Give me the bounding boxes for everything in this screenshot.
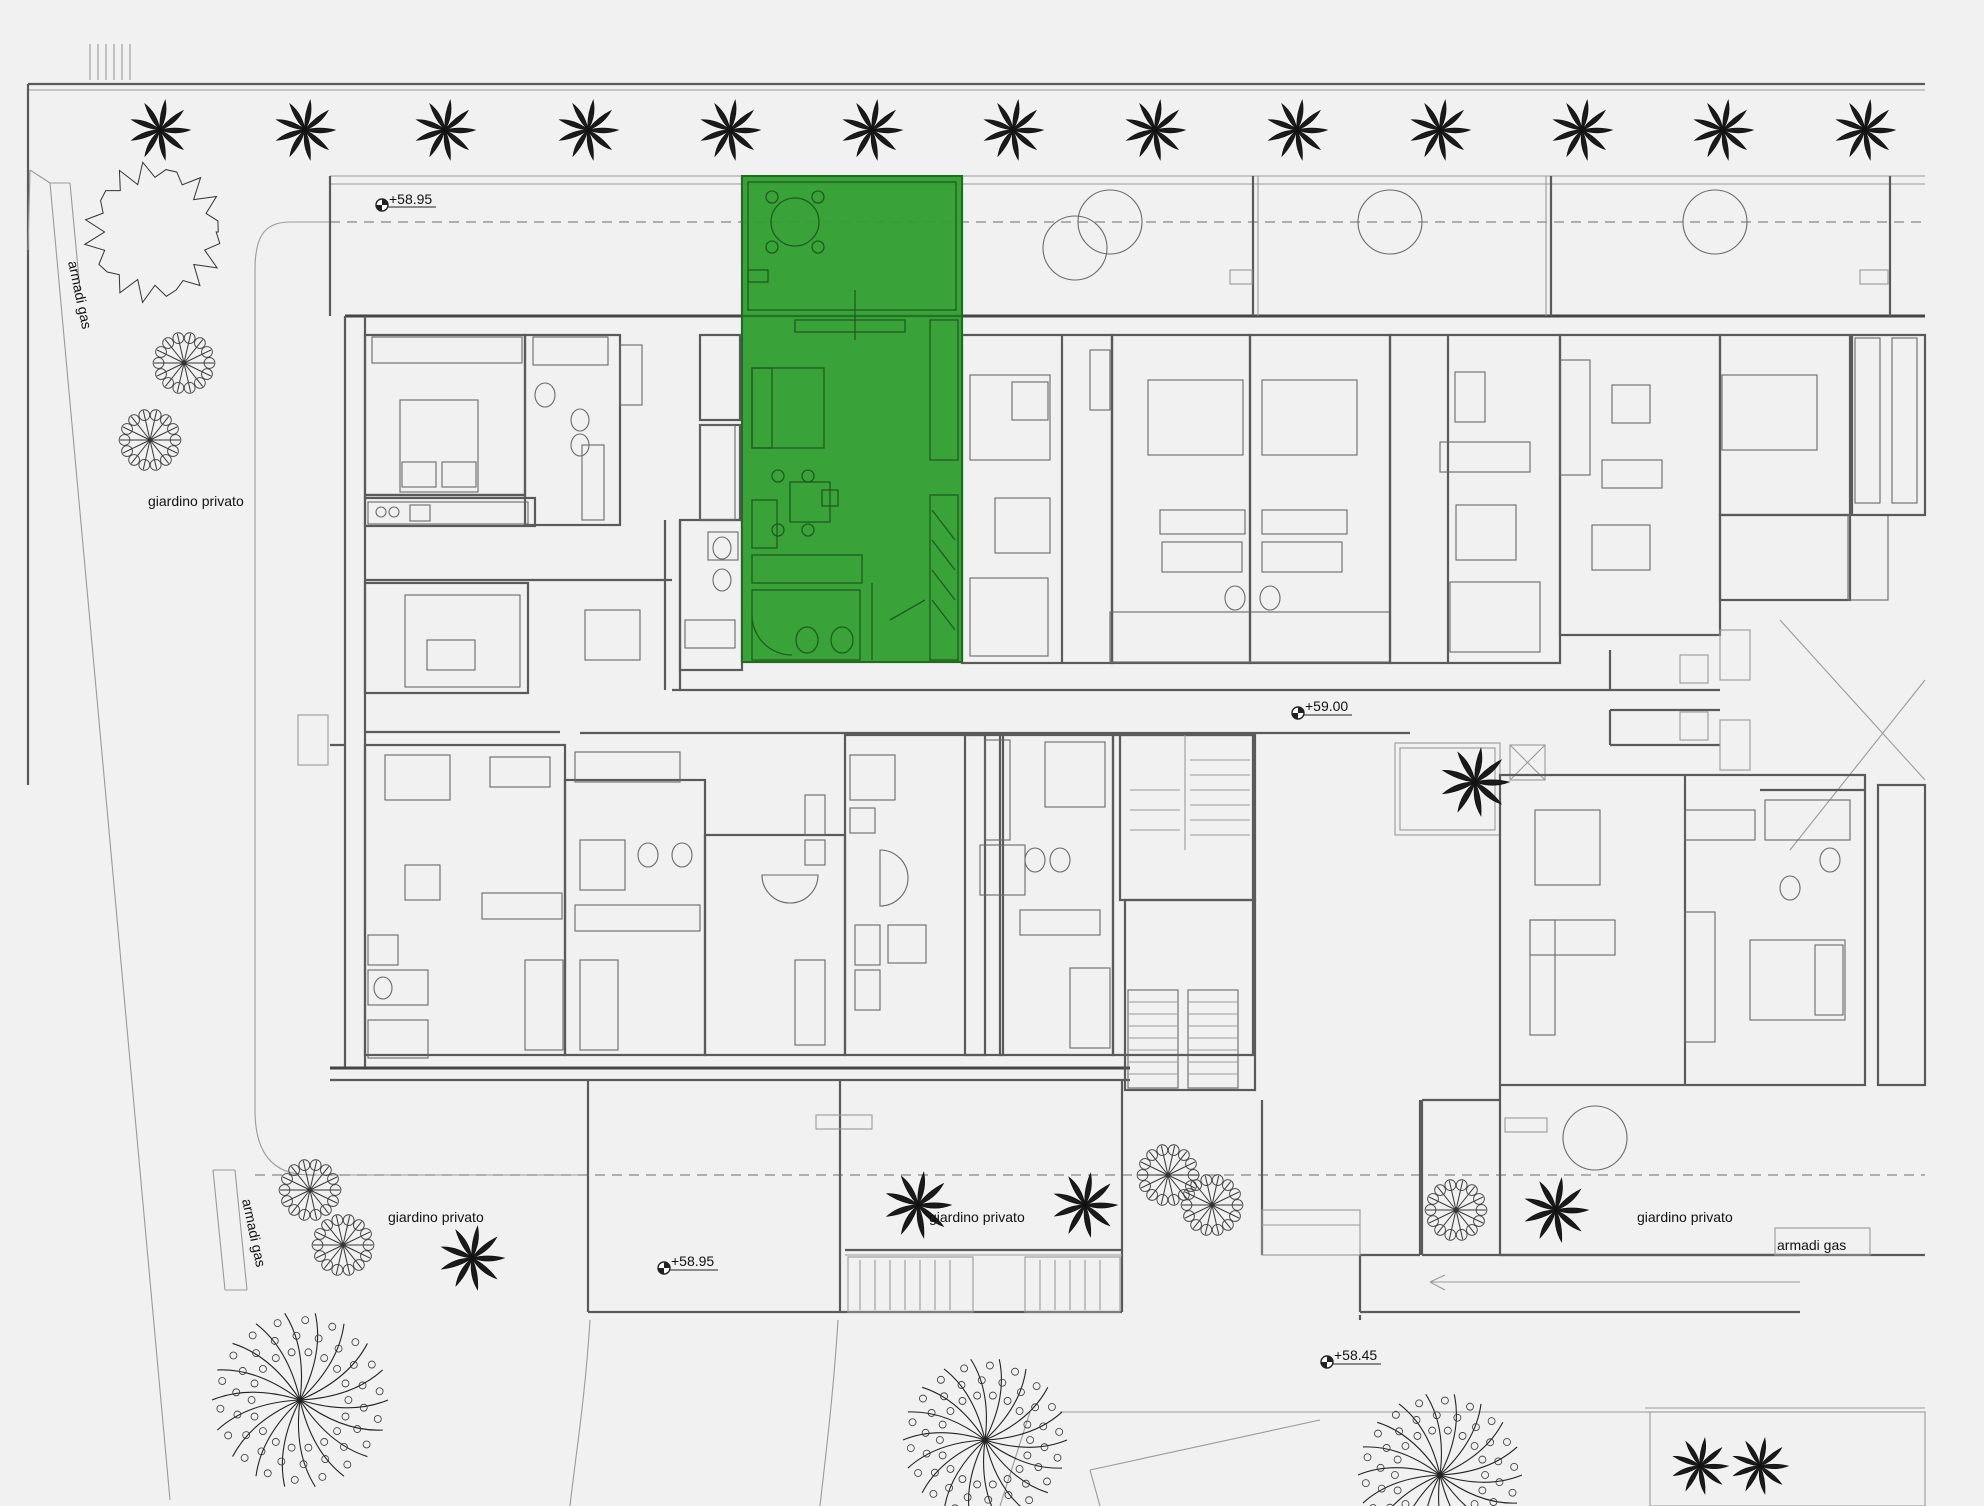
level-markers: +58.95 +59.00 +58.95 +58.45 (375, 191, 1381, 1369)
tree-outline-icon (83, 161, 221, 304)
label-giardino-privato-sw: giardino privato (388, 1209, 484, 1225)
palm-tree-icon (1732, 1437, 1790, 1495)
level-text-street: +58.45 (1334, 1347, 1377, 1363)
tree-icon (211, 1313, 389, 1487)
south-units (363, 733, 1927, 1092)
palm-tree-icon (1267, 99, 1329, 161)
site-lines (26, 44, 1926, 1506)
palm-tree-icon (558, 99, 620, 161)
highlighted-apartment (741, 175, 963, 663)
shrub-icon (278, 1159, 342, 1221)
shrub-icon (1180, 1174, 1244, 1236)
level-marker-street: +58.45 (1320, 1347, 1381, 1369)
palm-tree-icon (440, 1225, 506, 1291)
palm-tree-icon (275, 99, 337, 161)
label-armadi-gas-e: armadi gas (1777, 1237, 1846, 1253)
palm-tree-icon (1672, 1437, 1730, 1495)
shrub-icon (1136, 1144, 1200, 1206)
palm-tree-icon (885, 1171, 953, 1239)
level-marker-south: +58.95 (657, 1253, 718, 1275)
highlight-table-shadow (1042, 215, 1108, 281)
palm-tree-icon (1441, 747, 1511, 817)
shrub-icon (311, 1214, 375, 1276)
north-units (363, 314, 1927, 734)
label-giardino-privato-se: giardino privato (1637, 1209, 1733, 1225)
tree-icon (902, 1358, 1068, 1506)
shrub-icon (152, 332, 216, 394)
palm-tree-icon (1552, 99, 1614, 161)
palm-tree-icon (1693, 99, 1755, 161)
level-text-north: +58.95 (389, 191, 432, 207)
palm-tree-icon (983, 99, 1045, 161)
south-gardens (586, 189, 1925, 1320)
palm-tree-icon (1835, 99, 1897, 161)
palm-tree-icon (1053, 1172, 1119, 1238)
palm-tree-icon (130, 99, 192, 161)
palm-tree-icon (1125, 99, 1187, 161)
level-marker-corridor: +59.00 (1291, 698, 1352, 720)
trees (83, 99, 1897, 1506)
tree-icon (1357, 1393, 1523, 1506)
palm-tree-icon (1410, 99, 1472, 161)
label-giardino-privato-s: giardino privato (929, 1209, 1025, 1225)
level-text-corridor: +59.00 (1305, 698, 1348, 714)
level-marker-north: +58.95 (375, 191, 436, 212)
label-giardino-privato-nw: giardino privato (148, 493, 244, 509)
label-armadi-gas-nw: armadi gas (65, 259, 95, 330)
shrub-icon (1424, 1179, 1488, 1241)
palm-tree-icon (1524, 1177, 1590, 1243)
palm-tree-icon (842, 99, 904, 161)
palm-tree-icon (415, 99, 477, 161)
level-text-south: +58.95 (671, 1253, 714, 1269)
shrub-icon (118, 409, 182, 471)
palm-tree-icon (700, 99, 762, 161)
corridor (580, 619, 1926, 851)
